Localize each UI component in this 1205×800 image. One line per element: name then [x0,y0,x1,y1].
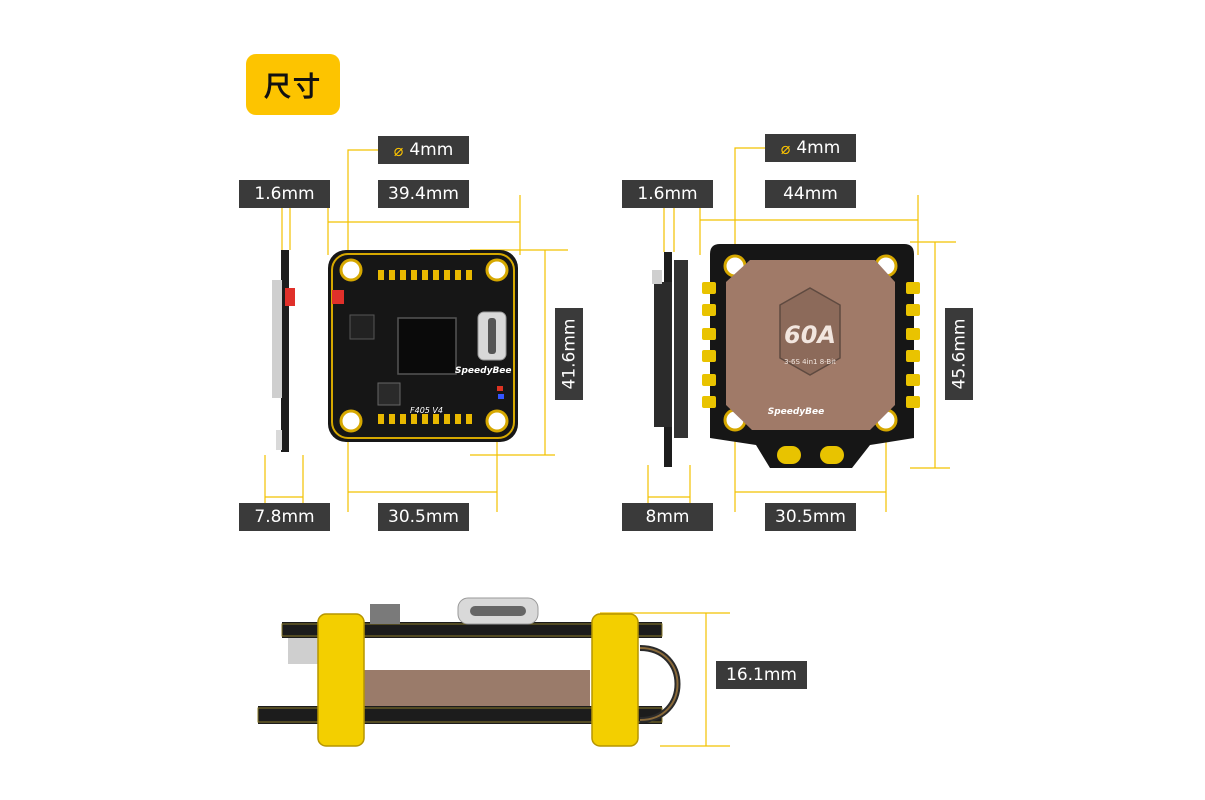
fc-hole-label: ⌀4mm [378,136,469,164]
diameter-icon: ⌀ [780,138,791,158]
esc-thickness-label: 1.6mm [622,180,713,208]
esc-height-value: 45.6mm [949,318,970,390]
esc-rating: 60A [784,321,836,349]
esc-hole-value: 4mm [796,138,841,158]
section-title-badge: 尺寸 [246,54,340,115]
fc-thickness-label: 1.6mm [239,180,330,208]
fc-height-value: 41.6mm [559,318,580,390]
esc-hole-label: ⌀4mm [765,134,856,162]
fc-depth-label: 7.8mm [239,503,330,531]
esc-depth-value: 8mm [645,507,690,527]
fc-side-view [272,250,295,452]
esc-spacing-value: 30.5mm [775,507,846,527]
fc-thickness-value: 1.6mm [254,184,315,204]
esc-side-view [652,252,688,467]
stack-height-label: 16.1mm [716,661,807,689]
fc-width-value: 39.4mm [388,184,459,204]
esc-spacing-label: 30.5mm [765,503,856,531]
stack-height-value: 16.1mm [726,665,797,685]
diameter-icon: ⌀ [393,140,404,160]
fc-spacing-value: 30.5mm [388,507,459,527]
fc-hole-value: 4mm [409,140,454,160]
fc-width-label: 39.4mm [378,180,469,208]
esc-width-value: 44mm [783,184,838,204]
esc-board: 60A 3-6S 4in1 8-Bit SpeedyBee [702,244,920,468]
esc-thickness-value: 1.6mm [637,184,698,204]
esc-spec: 3-6S 4in1 8-Bit [784,358,836,366]
fc-height-label: 41.6mm [555,308,583,400]
esc-height-label: 45.6mm [945,308,973,400]
fc-model: F405 V4 [410,406,443,415]
fc-brand: SpeedyBee [455,366,512,376]
fc-board: SpeedyBee F405 V4 [328,250,518,442]
stack-side-view [257,597,681,747]
esc-depth-label: 8mm [622,503,713,531]
section-title: 尺寸 [264,72,322,103]
esc-brand: SpeedyBee [768,407,825,417]
fc-spacing-label: 30.5mm [378,503,469,531]
fc-depth-value: 7.8mm [254,507,315,527]
esc-width-label: 44mm [765,180,856,208]
dimension-lines [264,147,956,747]
